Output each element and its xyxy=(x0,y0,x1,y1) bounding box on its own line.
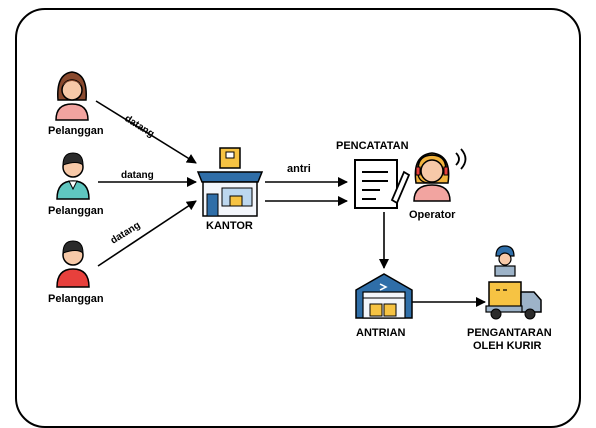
courier-icon xyxy=(494,245,516,277)
office-building-icon xyxy=(196,147,264,217)
edge-label-antri: antri xyxy=(287,163,311,175)
edge-label-datang-1: datang xyxy=(122,113,156,140)
customer-man-icon xyxy=(56,240,90,288)
customer-2-label: Pelanggan xyxy=(48,205,104,217)
customer-woman-icon xyxy=(55,71,89,121)
customer-3-label: Pelanggan xyxy=(48,293,104,305)
arrow-customer-1-to-office xyxy=(95,100,197,164)
recording-label: PENCATATAN xyxy=(336,140,409,152)
customer-1-label: Pelanggan xyxy=(48,125,104,137)
delivery-truck-icon xyxy=(485,281,542,320)
document-pencil-icon xyxy=(354,159,411,209)
warehouse-icon xyxy=(355,273,413,319)
delivery-label-line1: PENGANTARAN xyxy=(467,327,552,339)
arrow-customer-3-to-office xyxy=(97,200,197,267)
operator-label: Operator xyxy=(409,209,456,221)
office-label: KANTOR xyxy=(206,220,253,232)
customer-man-icon xyxy=(56,152,90,200)
edge-label-datang-3: datang xyxy=(109,220,143,247)
edge-label-datang-2: datang xyxy=(121,170,154,181)
delivery-label-line2: OLEH KURIR xyxy=(473,340,542,352)
queue-label: ANTRIAN xyxy=(356,327,406,339)
operator-headset-icon xyxy=(413,148,467,202)
